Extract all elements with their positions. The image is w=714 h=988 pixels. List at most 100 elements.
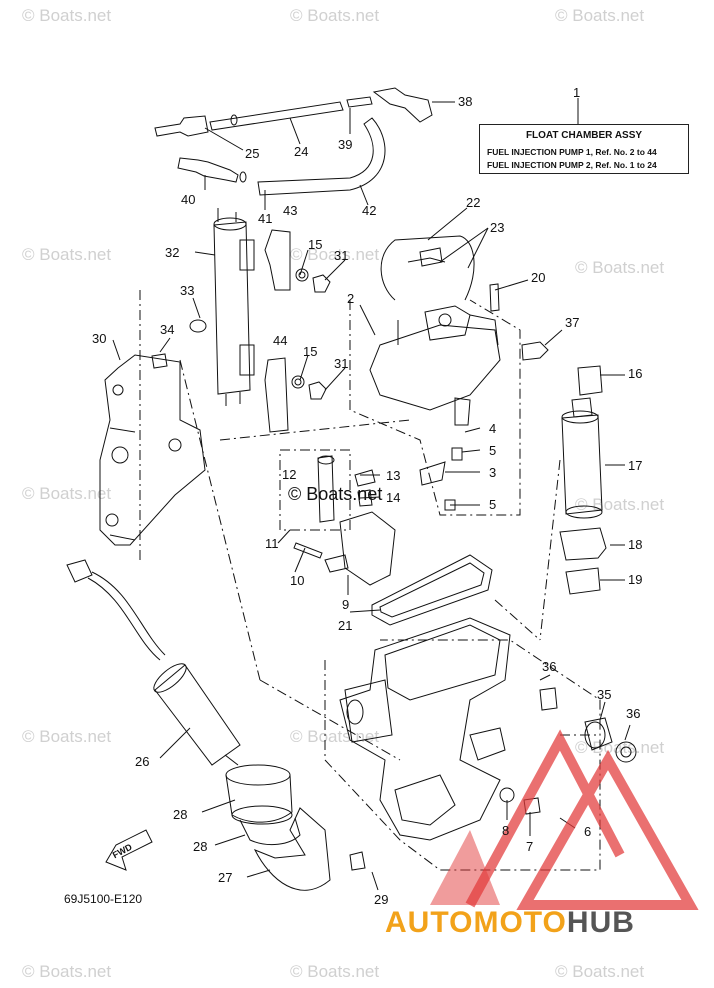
callout: 32 (165, 245, 180, 260)
filter-28 (225, 764, 291, 786)
callout: 36 (626, 706, 641, 721)
callout: 35 (597, 687, 612, 702)
callout: 25 (245, 146, 260, 161)
watermark: © Boats.net (290, 6, 380, 25)
callout: 38 (458, 94, 473, 109)
callout: 17 (628, 458, 643, 473)
bracket-44 (264, 357, 289, 433)
diagram-code: 69J5100-E120 (64, 892, 143, 906)
hose-42 (257, 117, 386, 196)
holder-27 (253, 807, 331, 891)
group-boundary (279, 449, 351, 531)
watermark: © Boats.net (575, 495, 665, 514)
callout: 19 (628, 572, 643, 587)
bracket-43 (264, 229, 291, 291)
callout: 1 (573, 85, 581, 100)
watermark: © Boats.net (575, 258, 665, 277)
fitting-40 (177, 157, 239, 183)
hose-23 (380, 235, 475, 301)
fitting-25 (154, 115, 209, 137)
callout: 30 (92, 331, 107, 346)
callout: 31 (334, 356, 349, 371)
callout: 42 (362, 203, 377, 218)
watermark: © Boats.net (290, 245, 380, 264)
grommet-35 (584, 717, 613, 751)
holder-19 (565, 567, 601, 595)
gasket-21 (371, 554, 493, 626)
damper-16 (577, 365, 603, 396)
brand-part-1: AUTOMOTO (385, 906, 567, 939)
group-boundary (349, 299, 521, 516)
watermark: © Boats.net (22, 245, 112, 264)
legend-title: FLOAT CHAMBER ASSY (525, 130, 643, 141)
callout: 9 (342, 597, 350, 612)
cover-9 (339, 511, 396, 586)
callout: 41 (258, 211, 273, 226)
pin-10 (293, 542, 323, 559)
watermark: © Boats.net (290, 962, 380, 981)
holder-18 (559, 527, 607, 561)
watermark: © Boats.net (22, 962, 112, 981)
callout: 13 (386, 468, 401, 483)
watermark: © Boats.net (555, 6, 645, 25)
callout: 23 (490, 220, 505, 235)
pump-26 (154, 664, 241, 766)
callout: 26 (135, 754, 150, 769)
callout: 6 (584, 824, 592, 839)
sensor-37 (521, 341, 549, 361)
brand-logo (465, 729, 699, 910)
callout: 20 (531, 270, 546, 285)
group-boundary (324, 639, 601, 871)
callout: 22 (466, 195, 481, 210)
callout: 11 (265, 536, 279, 551)
callout: 36 (542, 659, 557, 674)
callout: 39 (338, 137, 353, 152)
callout: 16 (628, 366, 643, 381)
callout: 15 (303, 344, 318, 359)
hose-24 (209, 101, 344, 131)
injector-12 (317, 455, 335, 523)
float-chamber (339, 617, 511, 841)
callout: 27 (218, 870, 233, 885)
fitting-39 (346, 96, 373, 108)
watermark: © Boats.net (22, 484, 112, 503)
bracket-30 (99, 354, 206, 546)
legend-row-2: FUEL INJECTION PUMP 2, Ref. No. 1 to 24 (487, 160, 657, 170)
callout: 14 (386, 490, 401, 505)
callout: 4 (489, 421, 497, 436)
callout: 29 (374, 892, 389, 907)
callout: 40 (181, 192, 196, 207)
callout: 28 (173, 807, 188, 822)
callout: 2 (347, 291, 355, 306)
joint-22 (419, 247, 443, 267)
callout: 43 (283, 203, 298, 218)
callout: 28 (193, 839, 208, 854)
brand-part-2: HUB (566, 906, 635, 939)
legend-box: FLOAT CHAMBER ASSY FUEL INJECTION PUMP 1… (479, 124, 689, 174)
brand-name: AUTOMOTOHUB (385, 906, 635, 940)
callout: 5 (489, 497, 497, 512)
legend-row-1: FUEL INJECTION PUMP 1, Ref. No. 2 to 44 (487, 147, 657, 157)
callout: 7 (526, 839, 534, 854)
callout: 12 (282, 467, 297, 482)
callout: 21 (338, 618, 353, 633)
callout: 34 (160, 322, 175, 337)
callout: 24 (294, 144, 309, 159)
bracket-4 (454, 397, 471, 426)
fuel-rail-2 (369, 324, 501, 411)
callout: 18 (628, 537, 643, 552)
bracket-3 (419, 461, 446, 486)
fwd-arrow-shape (105, 829, 153, 871)
callout: 37 (565, 315, 580, 330)
watermark: © Boats.net (22, 727, 112, 746)
bolt-20 (489, 283, 500, 312)
fitting-38 (372, 87, 433, 123)
callout: 10 (290, 573, 305, 588)
callout: 33 (180, 283, 195, 298)
callout: 5 (489, 443, 497, 458)
watermark: © Boats.net (555, 962, 645, 981)
callout: 31 (334, 248, 349, 263)
plug-36 (539, 687, 558, 711)
